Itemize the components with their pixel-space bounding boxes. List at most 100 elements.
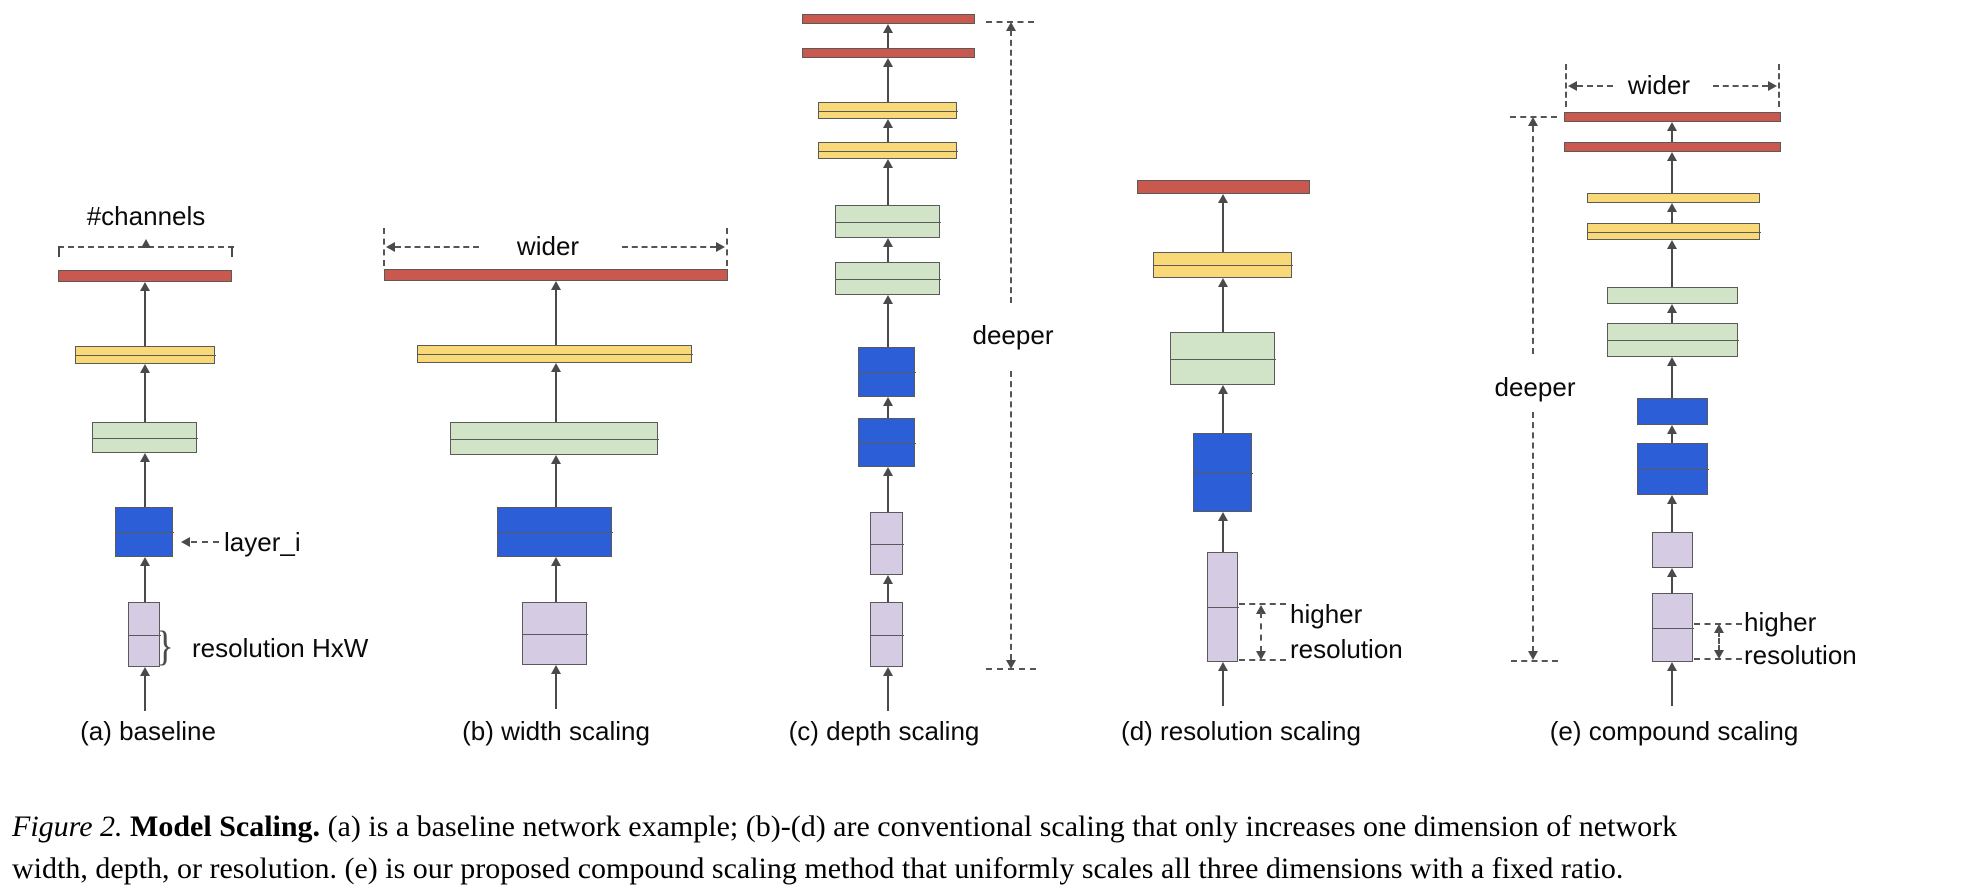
flow-arrow-line — [887, 674, 889, 711]
flow-arrow-line — [144, 674, 146, 711]
flow-arrowhead-icon — [140, 667, 150, 676]
d-hr-line1: higher — [1290, 599, 1363, 629]
c-layer-green-5 — [834, 262, 941, 295]
flow-arrow-line — [887, 404, 889, 418]
caption-line2: width, depth, or resolution. (e) is our … — [12, 852, 1624, 885]
caption-figure-label: Figure 2. — [12, 810, 123, 843]
b-layer-yellow-1 — [416, 345, 693, 363]
a-layer-red-0 — [58, 270, 232, 282]
layer-divider — [1586, 231, 1761, 233]
flow-arrowhead-icon — [1218, 512, 1228, 521]
flow-arrowhead-icon — [140, 364, 150, 373]
d-higher-resolution-label: higher resolution — [1290, 597, 1403, 667]
flow-arrow-line — [555, 370, 557, 422]
diagram-label-b: (b) width scaling — [462, 716, 650, 746]
flow-arrow-line — [887, 65, 889, 102]
e-wider-right-arrowhead-icon — [1768, 81, 1777, 91]
a-layer-purple-4 — [127, 602, 161, 667]
d-layer-blue-3 — [1192, 433, 1253, 512]
flow-arrow-line — [1671, 364, 1673, 398]
e-higher-resolution-label: higher resolution — [1744, 606, 1857, 672]
flow-arrow-line — [1671, 669, 1673, 706]
flow-arrowhead-icon — [883, 24, 893, 33]
flow-arrow-line — [1222, 669, 1224, 706]
flow-arrow-line — [144, 564, 146, 602]
a-layer-green-2 — [91, 422, 198, 453]
b-layer-purple-4 — [521, 602, 588, 665]
caption-line1-text: (a) is a baseline network example; (b)-(… — [327, 810, 1678, 843]
e-hr-line2: resolution — [1744, 640, 1857, 670]
d-hr-line — [1260, 612, 1262, 652]
e-deeper-label: deeper — [1494, 372, 1576, 402]
d-hr-line2: resolution — [1290, 634, 1403, 664]
caption-line1: Figure 2.Model Scaling.(a) is a baseline… — [12, 806, 1960, 848]
flow-arrow-line — [1222, 201, 1224, 252]
flow-arrow-line — [1671, 247, 1673, 287]
e-layer-purple-9 — [1651, 593, 1694, 662]
layer-divider — [834, 221, 941, 223]
e-layer-purple-8 — [1652, 532, 1693, 568]
layer-divider — [1636, 469, 1709, 470]
layer-divider — [869, 634, 904, 636]
c-layer-purple-8 — [869, 512, 904, 575]
flow-arrowhead-icon — [551, 455, 561, 464]
d-layer-red-0 — [1137, 180, 1310, 194]
diagram-label-e: (e) compound scaling — [1549, 716, 1799, 746]
b-wider-left-dash — [395, 246, 479, 248]
e-wider-right-tick — [1778, 64, 1780, 107]
flow-arrow-line — [555, 564, 557, 602]
flow-arrowhead-icon — [140, 282, 150, 291]
e-layer-yellow-2 — [1587, 193, 1760, 203]
layer-divider — [1651, 627, 1694, 629]
e-hr-line1: higher — [1744, 607, 1817, 637]
flow-arrowhead-icon — [883, 58, 893, 67]
e-hr-line — [1718, 631, 1720, 651]
layer-divider — [1192, 472, 1253, 474]
flow-arrow-line — [1671, 129, 1673, 142]
e-wider-label: wider — [1627, 70, 1691, 100]
flow-arrow-line — [1671, 311, 1673, 323]
layer-divider — [817, 110, 958, 112]
a-layer-blue-3 — [114, 507, 174, 557]
c-layer-yellow-2 — [817, 102, 958, 119]
b-layer-red-0 — [384, 269, 728, 281]
flow-arrowhead-icon — [1667, 122, 1677, 131]
channels-bracket-left-cap — [58, 246, 60, 257]
flow-arrow-line — [1222, 519, 1224, 552]
d-hr-down-arrowhead-icon — [1256, 651, 1266, 660]
flow-arrowhead-icon — [883, 575, 893, 584]
flow-arrowhead-icon — [1667, 152, 1677, 161]
layer-i-arrowhead-icon — [181, 537, 190, 547]
flow-arrowhead-icon — [1667, 240, 1677, 249]
e-layer-red-1 — [1564, 142, 1781, 152]
flow-arrow-line — [887, 302, 889, 347]
e-deeper-lower-line — [1532, 412, 1534, 652]
e-wider-left-dash — [1577, 85, 1613, 87]
layer-divider — [857, 372, 916, 373]
c-layer-red-0 — [802, 14, 975, 24]
flow-arrow-line — [144, 460, 146, 507]
layer-divider — [114, 532, 174, 533]
e-deeper-down-arrowhead-icon — [1528, 651, 1538, 660]
channels-arrowhead-icon — [141, 239, 151, 248]
flow-arrowhead-icon — [1218, 278, 1228, 287]
flow-arrowhead-icon — [551, 281, 561, 290]
c-layer-blue-6 — [857, 347, 916, 397]
c-layer-green-4 — [834, 205, 941, 238]
layer-i-label: layer_i — [224, 527, 301, 557]
c-deeper-down-arrowhead-icon — [1006, 660, 1016, 669]
layer-i-dash — [191, 541, 219, 543]
e-wider-left-tick — [1565, 64, 1567, 107]
b-layer-blue-3 — [496, 507, 613, 557]
d-hr-top-dash — [1239, 603, 1286, 605]
flow-arrowhead-icon — [551, 363, 561, 372]
e-layer-green-5 — [1606, 323, 1739, 357]
b-wider-left-arrowhead-icon — [386, 242, 395, 252]
b-wider-label: wider — [516, 231, 580, 261]
layer-divider — [1206, 607, 1239, 608]
flow-arrow-line — [887, 582, 889, 602]
d-layer-yellow-1 — [1152, 252, 1293, 278]
flow-arrowhead-icon — [1667, 304, 1677, 313]
flow-arrowhead-icon — [1667, 568, 1677, 577]
